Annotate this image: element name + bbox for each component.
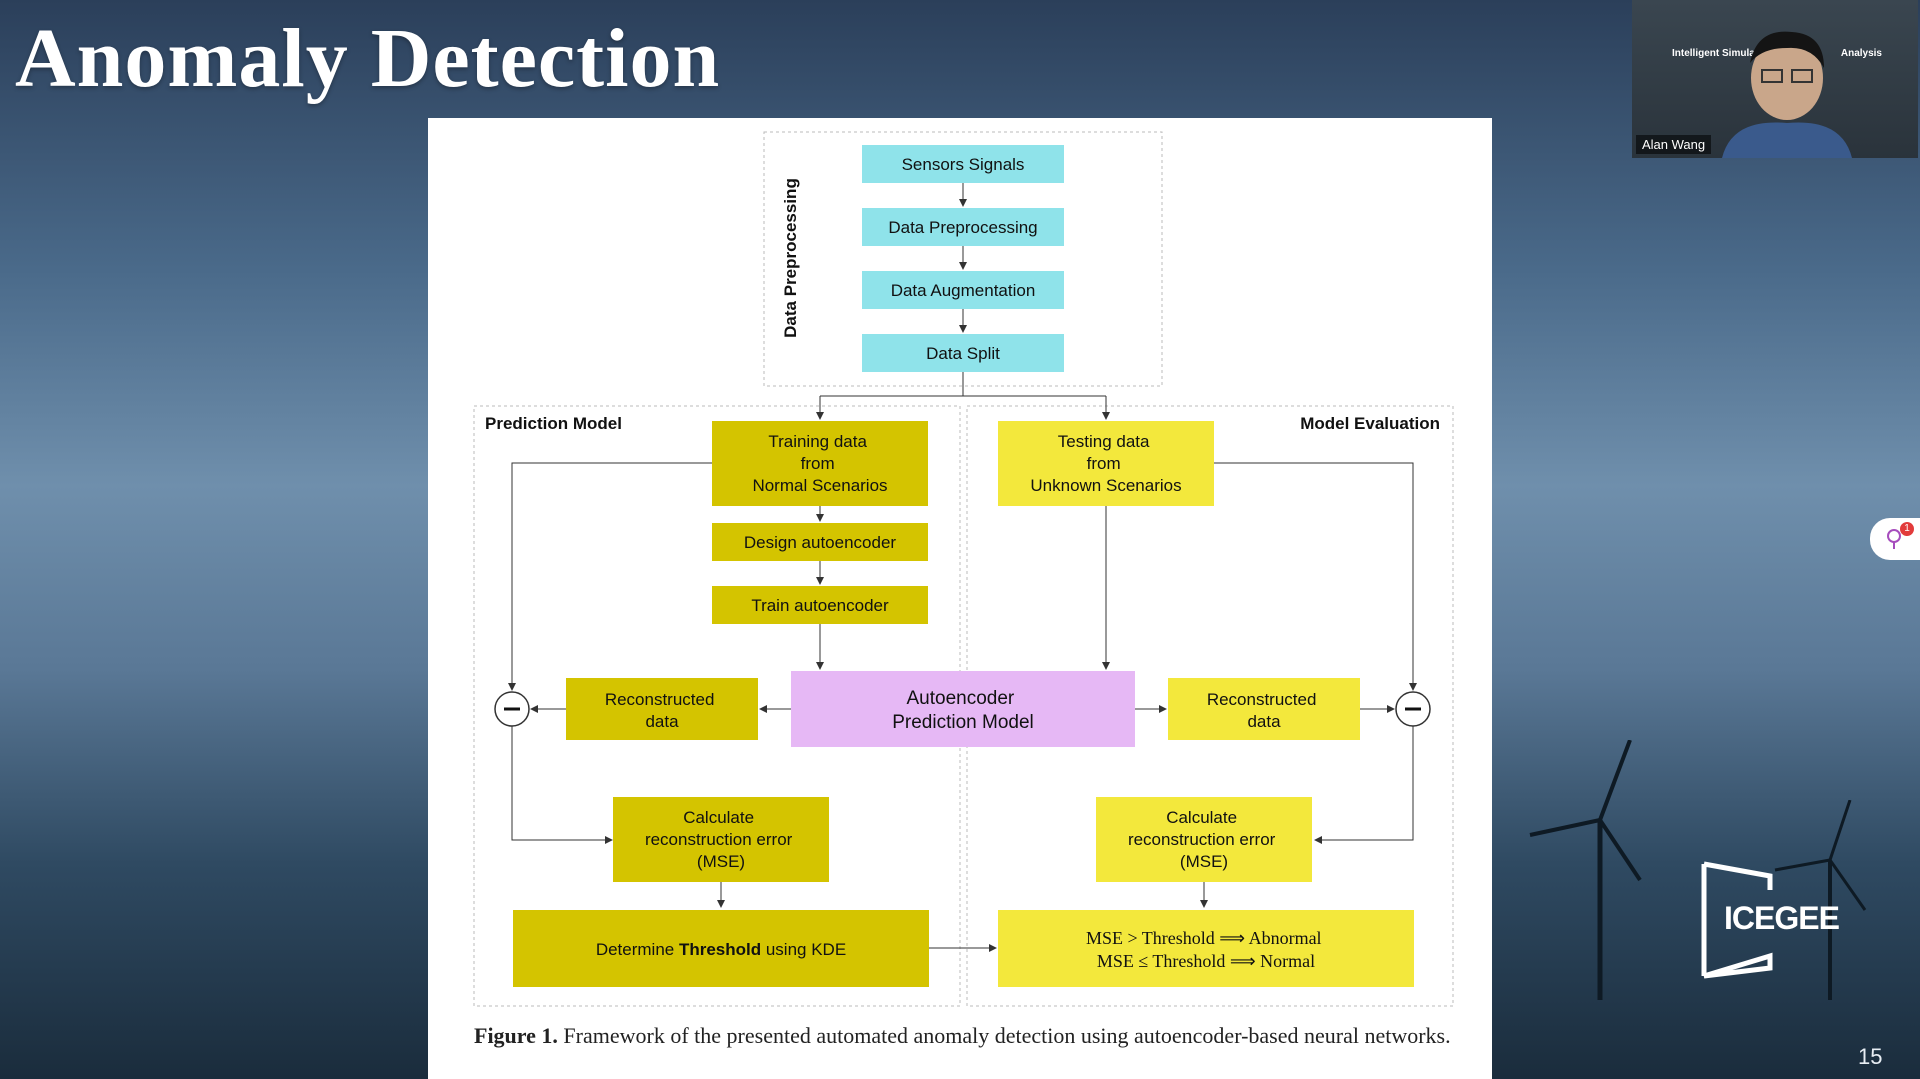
wind-turbine-icon	[1774, 800, 1867, 1000]
shared-slide-text-right: Analysis	[1840, 48, 1882, 59]
wind-turbine-icon	[1529, 740, 1642, 1000]
testing-data-box	[998, 421, 1214, 506]
caption-text: Framework of the presented automated ano…	[563, 1023, 1451, 1048]
training-data-box	[712, 421, 928, 506]
notification-icon	[1887, 529, 1901, 549]
video-thumbnail[interactable]: Intelligent Simulatio Analysis Alan Wang	[1632, 0, 1918, 158]
autoencoder-model-box	[791, 671, 1135, 747]
figure-caption: Figure 1. Framework of the presented aut…	[474, 1020, 1454, 1051]
train-autoencoder-box	[712, 586, 928, 624]
calc-error-left-label: Calculate reconstruction error (MSE)	[645, 808, 797, 871]
data-split-box	[862, 334, 1064, 372]
shared-slide-text-left: Intelligent Simulatio	[1672, 48, 1768, 59]
decision-label: MSE > Threshold ⟹ Abnormal MSE ≤ Thresho…	[1086, 928, 1326, 971]
minus-node-right-icon	[1395, 691, 1431, 727]
prediction-model-label: Prediction Model	[485, 414, 622, 433]
data-preprocessing-label: Data Preprocessing	[888, 218, 1037, 237]
participant-name: Alan Wang	[1636, 135, 1712, 154]
data-preprocessing-box	[862, 208, 1064, 246]
testing-data-label: Testing data from Unknown Scenarios	[1030, 432, 1181, 495]
preprocessing-label: Data Preprocessing	[781, 178, 800, 338]
data-split-label: Data Split	[926, 344, 1000, 363]
autoencoder-model-label: Autoencoder Prediction Model	[892, 688, 1034, 733]
preprocessing-section	[763, 131, 1163, 387]
notification-badge: 1	[1900, 522, 1914, 536]
calc-error-right-label: Calculate reconstruction error (MSE)	[1128, 808, 1280, 871]
notification-widget[interactable]: 1	[1870, 518, 1920, 560]
reconstructed-data-right-box	[1168, 678, 1360, 740]
reconstructed-data-left-box	[566, 678, 758, 740]
sensors-signals-label: Sensors Signals	[902, 155, 1025, 174]
calc-error-right-box	[1096, 797, 1312, 882]
reconstructed-data-left-label: Reconstructed data	[605, 690, 719, 731]
design-autoencoder-box	[712, 523, 928, 561]
training-data-label: Training data from Normal Scenarios	[752, 432, 887, 495]
figure-panel: Data Preprocessing Prediction Model Mode…	[428, 118, 1492, 1079]
design-autoencoder-label: Design autoencoder	[744, 533, 897, 552]
threshold-label: Determine Threshold using KDE	[596, 940, 846, 959]
model-evaluation-label: Model Evaluation	[1300, 414, 1440, 433]
logo-text: ICEGEE	[1724, 900, 1840, 936]
icegee-logo-icon	[1701, 861, 1773, 979]
calc-error-left-box	[613, 797, 829, 882]
framework-diagram: Data Preprocessing Prediction Model Mode…	[473, 131, 1454, 1007]
minus-node-left-icon	[494, 691, 530, 727]
slide-title: Anomaly Detection	[15, 12, 721, 105]
threshold-box	[513, 910, 929, 987]
page-number: 15	[1858, 1044, 1883, 1069]
data-augmentation-box	[862, 271, 1064, 309]
data-augmentation-label: Data Augmentation	[891, 281, 1036, 300]
sensors-signals-box	[862, 145, 1064, 183]
caption-label: Figure 1.	[474, 1023, 558, 1048]
train-autoencoder-label: Train autoencoder	[751, 596, 889, 615]
reconstructed-data-right-label: Reconstructed data	[1207, 690, 1321, 731]
presenter-avatar-icon	[1722, 31, 1852, 158]
decision-box	[998, 910, 1414, 987]
